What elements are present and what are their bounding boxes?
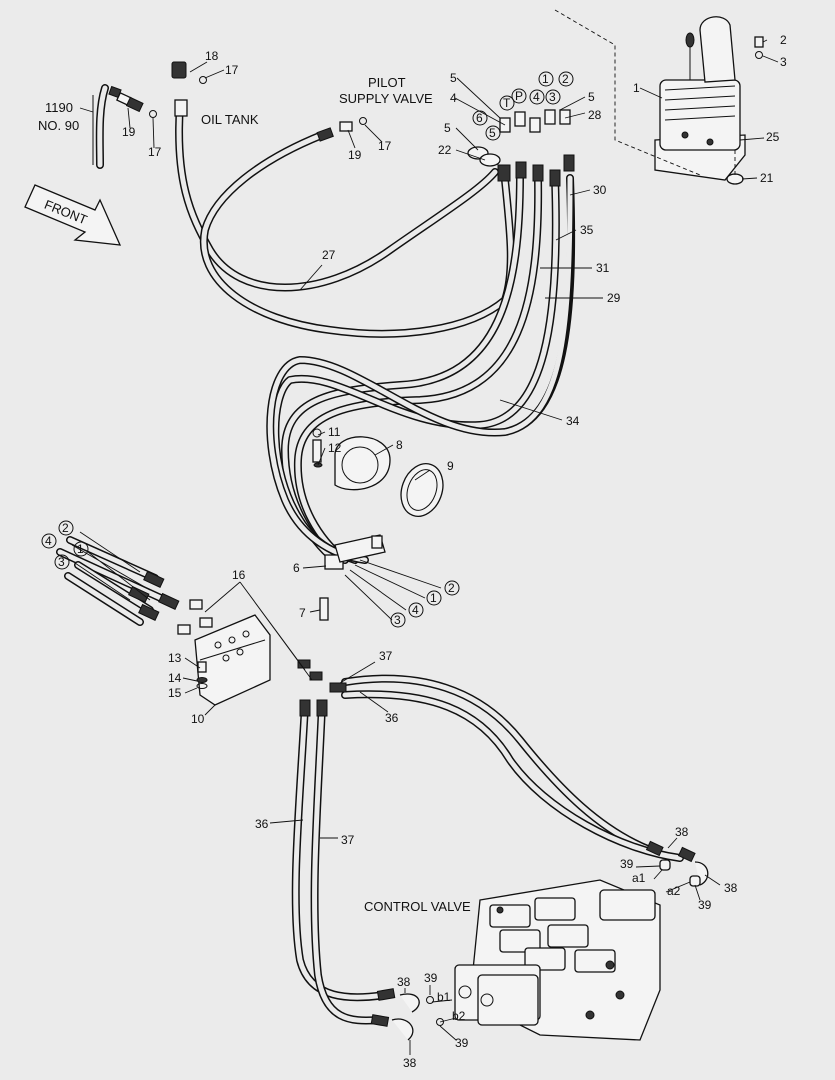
svg-text:1: 1: [77, 542, 84, 556]
part-28: 28: [588, 108, 602, 122]
circled-marker-2-mid: 2: [444, 580, 460, 596]
part-10: 10: [191, 712, 205, 726]
part-39: 39: [698, 898, 712, 912]
part-29: 29: [607, 291, 621, 305]
svg-text:2: 2: [62, 521, 69, 535]
pilot-control-lever-unit: [554, 9, 764, 185]
part-13: 13: [168, 651, 182, 665]
part-19: 19: [122, 125, 136, 139]
circled-marker-P: P: [511, 88, 527, 104]
circled-marker-3-mid: 3: [390, 612, 406, 628]
hose-group: [56, 84, 684, 1025]
circled-marker-2-top: 2: [558, 71, 574, 87]
pilot-supply-label-2: SUPPLY VALVE: [339, 91, 433, 106]
port-b2: b2: [452, 1009, 466, 1023]
svg-text:P: P: [515, 89, 523, 103]
part-38: 38: [675, 825, 689, 839]
part-38: 38: [724, 881, 738, 895]
part-11: 11: [328, 425, 341, 439]
part-34: 34: [566, 414, 580, 428]
svg-text:1: 1: [430, 591, 437, 605]
part-38: 38: [397, 975, 411, 989]
circled-marker-3-top: 3: [545, 89, 561, 105]
part-22: 22: [438, 143, 452, 157]
part-14: 14: [168, 671, 182, 685]
svg-text:T: T: [503, 96, 511, 110]
leader-lines: [71, 39, 779, 1055]
part-17: 17: [378, 139, 392, 153]
port-a1: a1: [632, 871, 646, 885]
part-36: 36: [255, 817, 269, 831]
part-37: 37: [341, 833, 355, 847]
pilot-supply-label-1: PILOT: [368, 75, 406, 90]
part-39: 39: [620, 857, 634, 871]
text-labels: 1190 NO. 90 OIL TANK PILOT SUPPLY VALVE …: [38, 33, 787, 1070]
part-36: 36: [385, 711, 399, 725]
svg-text:4: 4: [533, 90, 540, 104]
circled-marker-T: T: [499, 95, 515, 111]
port-a2: a2: [667, 884, 681, 898]
ref-1190-line2: NO. 90: [38, 118, 79, 133]
circled-marker-2-left: 2: [58, 520, 74, 536]
svg-text:3: 3: [549, 90, 556, 104]
part-38: 38: [403, 1056, 417, 1070]
part-7: 7: [299, 606, 306, 620]
svg-text:2: 2: [448, 581, 455, 595]
circled-markers: 1 2 T P 4 3 6 5 2 4 1 3 2 1 4 3: [41, 71, 574, 628]
part-3: 3: [780, 55, 787, 69]
part-5: 5: [444, 121, 451, 135]
part-18: 18: [205, 49, 219, 63]
part-39: 39: [455, 1036, 469, 1050]
circled-marker-4-top: 4: [529, 89, 545, 105]
part-12: 12: [328, 441, 342, 455]
control-valve-label: CONTROL VALVE: [364, 899, 471, 914]
part-37: 37: [379, 649, 393, 663]
svg-text:4: 4: [45, 534, 52, 548]
part-17: 17: [225, 63, 239, 77]
part-31: 31: [596, 261, 610, 275]
svg-text:4: 4: [412, 603, 419, 617]
part-30: 30: [593, 183, 607, 197]
joint-block-and-clamp: [312, 428, 444, 621]
part-5: 5: [588, 90, 595, 104]
svg-text:1: 1: [542, 72, 549, 86]
fittings: [108, 61, 709, 1041]
part-4: 4: [450, 91, 457, 105]
part-15: 15: [168, 686, 182, 700]
circled-marker-4-mid: 4: [408, 602, 424, 618]
oil-tank-label: OIL TANK: [201, 112, 259, 127]
part-25: 25: [766, 130, 780, 144]
ref-1190-line1: 1190: [45, 100, 73, 115]
circled-marker-5: 5: [485, 125, 501, 141]
svg-text:6: 6: [476, 111, 483, 125]
part-16: 16: [232, 568, 246, 582]
circled-marker-1-mid: 1: [426, 590, 442, 606]
svg-text:3: 3: [394, 613, 401, 627]
part-6: 6: [293, 561, 300, 575]
part-8: 8: [396, 438, 403, 452]
svg-text:5: 5: [489, 126, 496, 140]
circled-marker-1-top: 1: [538, 71, 554, 87]
svg-text:2: 2: [562, 72, 569, 86]
port-b1: b1: [437, 990, 451, 1004]
hose-bracket: [194, 614, 271, 706]
svg-text:3: 3: [58, 555, 65, 569]
control-valve-body: [454, 879, 661, 1041]
part-1: 1: [633, 81, 640, 95]
part-39: 39: [424, 971, 438, 985]
circled-marker-6: 6: [472, 110, 488, 126]
part-27: 27: [322, 248, 336, 262]
part-17: 17: [148, 145, 162, 159]
part-19: 19: [348, 148, 362, 162]
circled-marker-4-left: 4: [41, 533, 57, 549]
front-direction-arrow: FRONT: [24, 184, 122, 246]
part-21: 21: [760, 171, 774, 185]
part-2: 2: [780, 33, 787, 47]
circled-marker-1-left: 1: [73, 541, 89, 557]
circled-marker-3-left: 3: [54, 554, 70, 570]
part-5: 5: [450, 71, 457, 85]
part-9: 9: [447, 459, 454, 473]
part-35: 35: [580, 223, 594, 237]
